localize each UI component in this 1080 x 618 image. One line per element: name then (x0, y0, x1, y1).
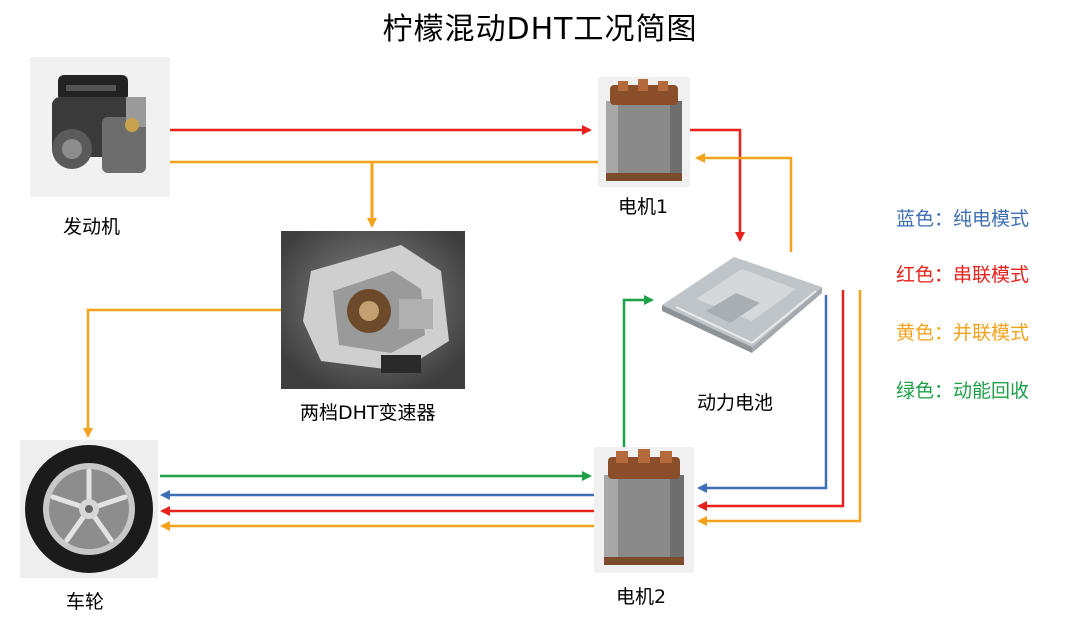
arrow-motor2-to-battery-green (622, 295, 654, 447)
gearbox-label: 两档DHT变速器 (300, 402, 436, 424)
arrow-motor1-to-battery-red (690, 128, 745, 242)
motor1-image (598, 77, 690, 187)
motor1-label: 电机1 (618, 196, 669, 218)
motor2-image (594, 447, 694, 573)
arrow-battery-to-motor2-blue (697, 295, 828, 493)
wheel-image (20, 440, 158, 578)
engine-image (30, 57, 170, 197)
motor2-label: 电机2 (616, 586, 667, 608)
engine-label: 发动机 (63, 216, 121, 238)
legend-yellow: 黄色：并联模式 (896, 322, 1030, 344)
page-title: 柠檬混动DHT工况简图 (382, 12, 698, 47)
battery-image (656, 247, 826, 355)
arrow-gearbox-to-wheel-yellow (83, 308, 281, 438)
legend-blue: 蓝色：纯电模式 (896, 208, 1030, 230)
battery-label: 动力电池 (697, 392, 774, 414)
gearbox-image (281, 231, 465, 389)
arrow-battery-to-motor1-yellow (695, 153, 793, 252)
legend-red: 红色：串联模式 (896, 264, 1030, 286)
wheel-label: 车轮 (66, 591, 105, 613)
arrow-battery-to-motor2-red (697, 290, 845, 511)
arrow-battery-to-motor2-yellow (697, 290, 862, 526)
legend-green: 绿色：动能回收 (896, 380, 1030, 402)
